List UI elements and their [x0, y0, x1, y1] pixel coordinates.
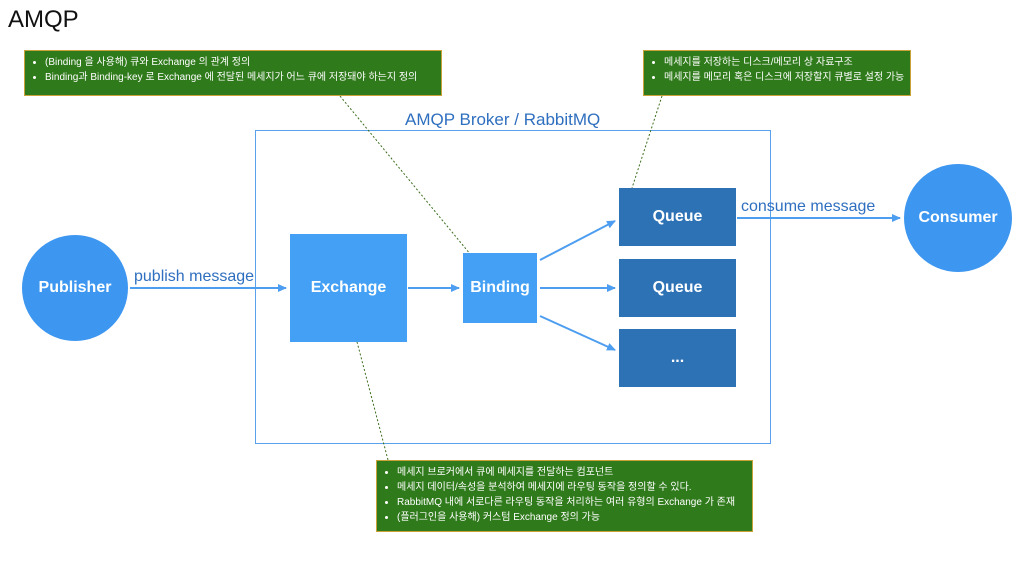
consume-message-label: consume message [741, 198, 876, 215]
exchange-note-item: 메세지 데이터/속성을 분석하여 메세지에 라우팅 동작을 정의할 수 있다. [397, 480, 744, 495]
arrow-binding-queue1 [539, 220, 616, 261]
binding-node: Binding [463, 253, 537, 323]
page-title: AMQP [8, 6, 79, 33]
exchange-note-item: (플러그인을 사용해) 커스텀 Exchange 정의 가능 [397, 510, 744, 525]
consumer-node: Consumer [904, 164, 1012, 272]
exchange-note-item: 메세지 브로커에서 큐에 메세지를 전달하는 컴포넌트 [397, 465, 744, 480]
publish-message-label: publish message [134, 268, 255, 285]
broker-label: AMQP Broker / RabbitMQ [405, 110, 601, 129]
queue-note: 메세지를 저장하는 디스크/메모리 상 자료구조 메세지를 메모리 혹은 디스크… [643, 50, 911, 96]
binding-note: (Binding 을 사용해) 큐와 Exchange 의 관계 정의 Bind… [24, 50, 442, 96]
exchange-note: 메세지 브로커에서 큐에 메세지를 전달하는 컴포넌트 메세지 데이터/속성을 … [376, 460, 753, 532]
queue-node-2: Queue [619, 259, 736, 317]
binding-note-item: (Binding 을 사용해) 큐와 Exchange 의 관계 정의 [45, 55, 433, 70]
queue-node-more: ... [619, 329, 736, 387]
binding-note-item: Binding과 Binding-key 로 Exchange 에 전달된 메세… [45, 70, 433, 85]
pointer-queue-note [631, 95, 663, 189]
publisher-node: Publisher [22, 235, 128, 341]
queue-note-item: 메세지를 메모리 혹은 디스크에 저장할지 큐별로 설정 가능 [664, 70, 904, 85]
queue-node-1: Queue [619, 188, 736, 246]
pointer-binding-note [339, 95, 481, 267]
arrow-binding-queue3 [539, 315, 616, 351]
exchange-note-item: RabbitMQ 내에 서로다른 라우팅 동작을 처리하는 여러 유형의 Exc… [397, 495, 744, 510]
queue-note-item: 메세지를 저장하는 디스크/메모리 상 자료구조 [664, 55, 902, 70]
pointer-exchange-note [355, 337, 389, 461]
exchange-node: Exchange [290, 234, 407, 342]
